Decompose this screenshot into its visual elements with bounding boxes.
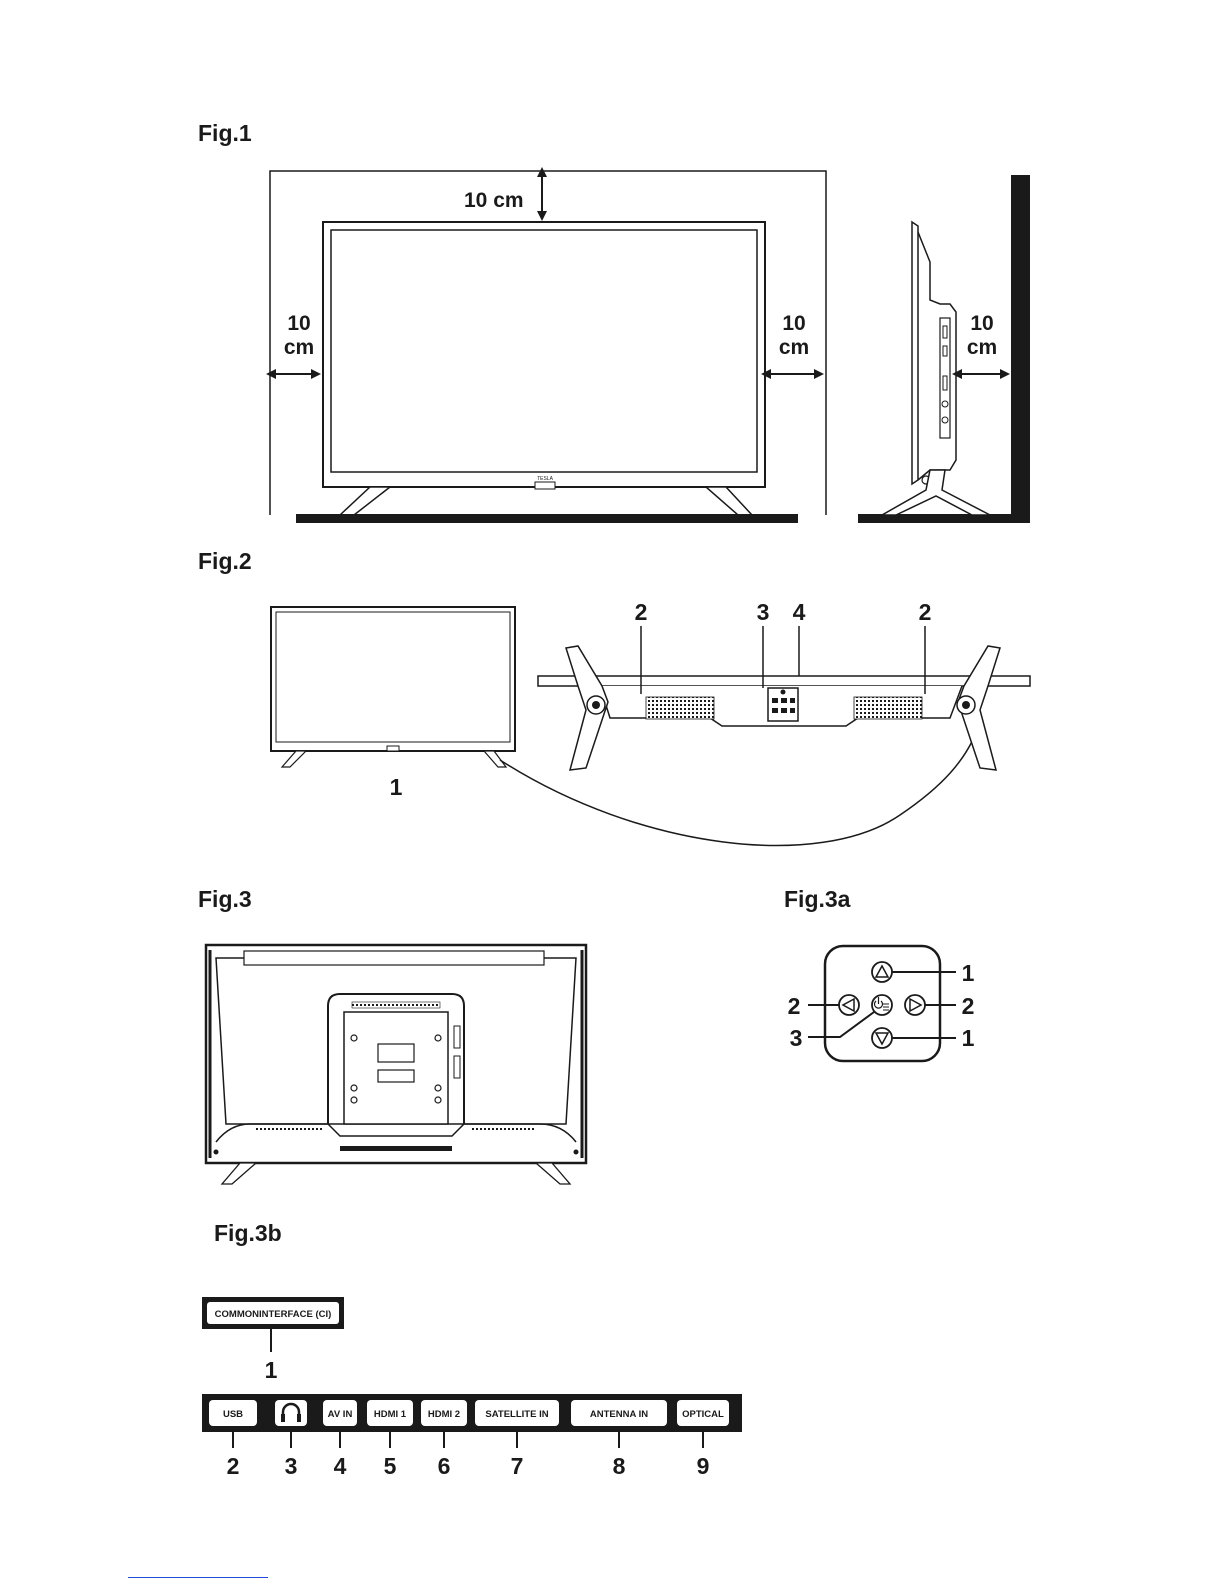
left-clearance-unit: cm <box>284 336 314 359</box>
fig3a-label-up: 1 <box>962 960 975 986</box>
tv-front-screen <box>331 230 757 472</box>
port-antenna-label: ANTENNA IN <box>590 1409 648 1420</box>
stand-hole <box>781 698 787 703</box>
tv-side-panel <box>912 222 918 484</box>
stand-hole <box>790 708 795 713</box>
fig2-logo-tab <box>387 746 399 751</box>
fig1-front-diagram: TESLA 10 cm 10 cm 10 cm <box>270 171 826 523</box>
floor-bar <box>296 514 798 523</box>
port-avin-number: 4 <box>334 1453 347 1479</box>
tv-foot-left <box>340 487 390 515</box>
rear-foot-left <box>222 1163 256 1184</box>
fig1-side-diagram: 10 cm <box>858 175 1030 523</box>
port-antenna-number: 8 <box>613 1453 626 1479</box>
fig2-stand-left-screw <box>592 701 600 709</box>
left-clearance-number: 10 <box>287 312 310 335</box>
port-hdmi1-number: 5 <box>384 1453 397 1479</box>
rear-label-1 <box>378 1044 414 1062</box>
rear-screw <box>574 1150 579 1155</box>
fig3b-ports-diagram: COMMONINTERFACE (CI) 1 USB AV IN HDMI 1 … <box>202 1297 742 1479</box>
fig2-label-3: 3 <box>757 599 770 625</box>
port-usb-label: USB <box>223 1409 243 1420</box>
fig2-stand-right-screw <box>962 701 970 709</box>
fig3a-label-right: 2 <box>962 993 975 1019</box>
ci-label: COMMONINTERFACE (CI) <box>215 1309 332 1320</box>
right-clearance-unit: cm <box>779 336 809 359</box>
fig2-label-front: 1 <box>390 774 403 800</box>
port-avin-label: AV IN <box>328 1409 353 1420</box>
fig3a-label-left: 2 <box>788 993 801 1019</box>
side-wall <box>1011 175 1030 523</box>
speaker-grill-left <box>646 697 714 719</box>
fig2-tv-bottom-edge <box>538 676 1030 686</box>
port-headphone-number: 3 <box>285 1453 298 1479</box>
fig2-tv-screen <box>276 612 510 742</box>
fig3a-control-panel: 1 2 2 3 1 <box>788 946 975 1061</box>
right-clearance-number: 10 <box>782 312 805 335</box>
port-hdmi2-number: 6 <box>438 1453 451 1479</box>
port-optical-number: 9 <box>697 1453 710 1479</box>
fig3-rear-diagram <box>206 945 586 1184</box>
rear-vesa-plate <box>344 1012 448 1124</box>
top-clearance-label: 10 cm <box>464 189 524 212</box>
page-footer-rule <box>128 1577 268 1578</box>
rear-bottom-vent-left <box>256 1127 322 1131</box>
port-satellite-label: SATELLITE IN <box>485 1409 548 1420</box>
speaker-grill-right <box>854 697 922 719</box>
fig2-foot-right <box>484 751 506 767</box>
fig2-foot-left <box>282 751 306 767</box>
stand-hole <box>772 708 778 713</box>
headphone-ear-right <box>297 1414 301 1422</box>
rear-vent-top <box>352 1002 440 1008</box>
port-satellite-number: 7 <box>511 1453 524 1479</box>
rear-top-strip <box>244 951 544 965</box>
rear-foot-right <box>536 1163 570 1184</box>
stand-hole <box>790 698 795 703</box>
fig3a-label-down: 1 <box>962 1025 975 1051</box>
port-hdmi2-label: HDMI 2 <box>428 1409 460 1420</box>
rear-bottom-bar <box>340 1146 452 1151</box>
port-hdmi1-label: HDMI 1 <box>374 1409 407 1420</box>
port-optical-label: OPTICAL <box>682 1409 724 1420</box>
side-clearance-unit: cm <box>967 336 997 359</box>
side-clearance-number: 10 <box>970 312 993 335</box>
fig2-label-speaker-left: 2 <box>635 599 648 625</box>
rear-bottom-vent-right <box>470 1127 536 1131</box>
rear-screw <box>214 1150 219 1155</box>
tv-foot-right <box>706 487 752 515</box>
side-stand <box>882 470 990 515</box>
tv-brand-logo: TESLA <box>537 476 554 482</box>
fig2-diagram: 1 2 3 4 2 <box>271 599 1030 846</box>
fig2-label-4: 4 <box>793 599 806 625</box>
stand-hole <box>772 698 778 703</box>
fig2-leader-curve <box>500 722 980 846</box>
port-usb-number: 2 <box>227 1453 240 1479</box>
rear-label-2 <box>378 1070 414 1082</box>
fig2-label-speaker-right: 2 <box>919 599 932 625</box>
stand-hole <box>781 690 786 695</box>
stand-hole <box>781 708 787 713</box>
headphone-ear-left <box>281 1414 285 1422</box>
tv-logo-tab <box>535 482 555 489</box>
fig3a-label-power: 3 <box>790 1025 803 1051</box>
ci-number: 1 <box>265 1357 278 1383</box>
